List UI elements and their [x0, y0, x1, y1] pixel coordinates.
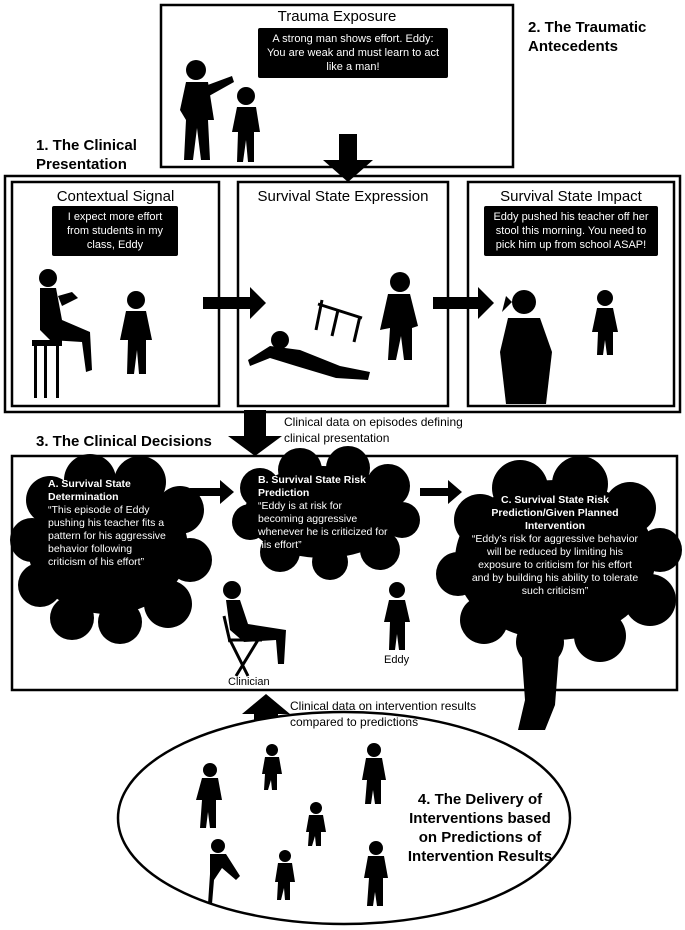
decision-a-text: “This episode of Eddy pushing his teache… — [48, 504, 166, 568]
survival-impact-title: Survival State Impact — [500, 188, 642, 205]
decision-b-text: “Eddy is at risk for becoming aggressive… — [258, 500, 388, 551]
contextual-signal-title: Contextual Signal — [56, 188, 175, 205]
trauma-speech-bubble: A strong man shows effort. Eddy: You are… — [258, 28, 448, 78]
arrow-trauma-down — [323, 134, 373, 182]
heading-clinical-presentation: 1. The Clinical Presentation — [36, 137, 137, 173]
clinician-silhouette — [223, 581, 286, 664]
eddy-silhouette — [384, 582, 410, 650]
stool-silhouette — [314, 299, 363, 343]
falling-teacher-silhouette — [248, 331, 370, 380]
arrow-a-to-b — [190, 480, 234, 504]
survival-impact-bubble: Eddy pushed his teacher off her stool th… — [484, 206, 658, 256]
decision-a: A. Survival State Determination “This ep… — [48, 478, 168, 569]
teacher-silhouette — [32, 269, 92, 398]
clinician-label: Clinician — [228, 676, 270, 688]
contextual-signal-bubble: I expect more effort from students in my… — [52, 206, 178, 256]
chair-silhouette — [222, 615, 262, 677]
man-silhouette — [180, 60, 234, 160]
eddy-label: Eddy — [384, 654, 410, 666]
heading-traumatic-antecedents: 2. The Traumatic Antecedents — [528, 19, 647, 55]
decision-c-text: “Eddy’s risk for aggressive behavior wil… — [471, 533, 639, 597]
decision-b: B. Survival State Risk Prediction “Eddy … — [258, 474, 388, 552]
heading-delivery-of-interventions: 4. The Delivery of Interventions based o… — [407, 791, 553, 865]
arrow-presentation-down — [228, 410, 282, 456]
survival-expression-title: Survival State Expression — [257, 188, 429, 205]
trauma-exposure-title: Trauma Exposure — [277, 8, 397, 25]
heading-clinical-decisions: 3. The Clinical Decisions — [36, 433, 212, 450]
arrow-signal-to-expression — [203, 287, 266, 319]
cloud-c — [436, 456, 682, 730]
arrow-expression-to-impact — [433, 287, 494, 319]
note-clinical-data-intervention: Clinical data on intervention results co… — [290, 699, 477, 729]
decision-c-heading: C. Survival State Risk Prediction/Given … — [491, 494, 619, 532]
clinical-presentation-box — [3, 174, 682, 414]
decision-c: C. Survival State Risk Prediction/Given … — [470, 494, 640, 598]
cloud-a — [10, 454, 212, 644]
intervention-figures — [196, 743, 388, 906]
note-clinical-data-episodes: Clinical data on episodes defining clini… — [284, 415, 463, 445]
child-silhouette-trauma — [232, 87, 260, 162]
child-silhouette-expression — [380, 272, 418, 360]
arrow-b-to-c — [420, 480, 462, 504]
parent-phone-silhouette — [500, 290, 552, 404]
cloud-b — [232, 446, 420, 580]
decision-a-heading: A. Survival State Determination — [48, 478, 131, 503]
child-silhouette-signal — [120, 291, 152, 374]
child-silhouette-impact — [592, 290, 618, 355]
decision-b-heading: B. Survival State Risk Prediction — [258, 474, 366, 499]
